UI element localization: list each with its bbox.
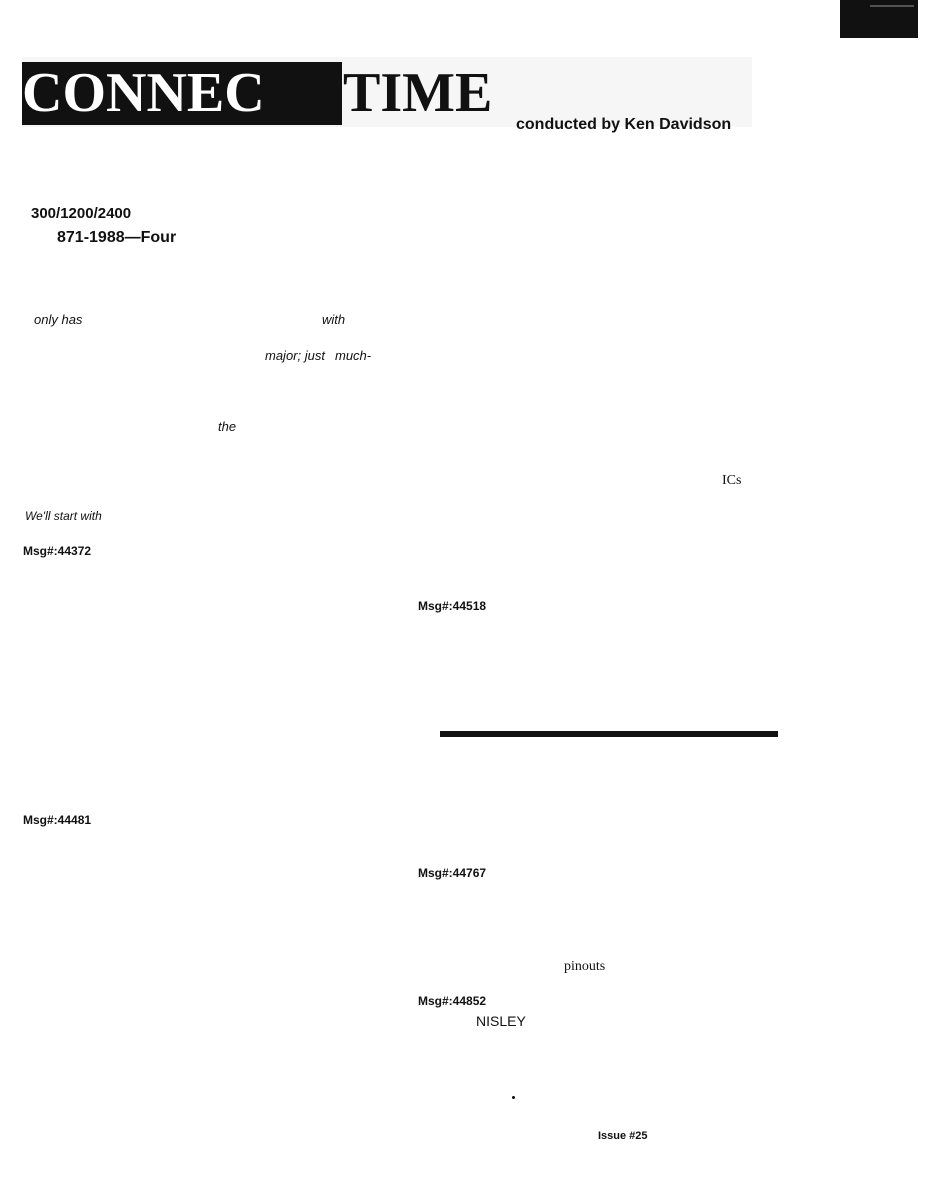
stray-print-dot [512,1096,515,1099]
left-fragment-with: with [322,312,346,327]
corner-printer-mark [840,0,918,38]
message-id-44481: Msg#:44481 [23,813,92,827]
left-fragment-the: the [218,419,237,434]
left-fragment-much: much- [335,348,372,363]
right-fragment-pinouts: pinouts [564,959,606,974]
author-name-nisley: NISLEY [476,1013,526,1029]
byline: conducted by Ken Davidson [516,116,732,133]
message-id-44372: Msg#:44372 [23,544,92,558]
message-id-44518: Msg#:44518 [418,599,487,613]
left-fragment-only-has: only has [34,312,83,327]
section-divider-rule [440,731,778,737]
left-fragment-major-just: major; just [265,348,325,363]
masthead-title-light: TIME [343,62,493,124]
left-fragment-phone-number: 871-1988—Four [57,229,177,246]
message-id-44767: Msg#:44767 [418,866,487,880]
message-id-44852: Msg#:44852 [418,994,487,1008]
corner-scratch-mark [870,5,914,7]
issue-number: Issue #25 [598,1130,648,1142]
masthead-title-dark: CONNEC [22,62,342,125]
left-fragment-well-start-with: We'll start with [25,509,102,523]
right-fragment-ics: ICs [722,473,742,488]
left-fragment-baud-rates: 300/1200/2400 [31,205,132,222]
